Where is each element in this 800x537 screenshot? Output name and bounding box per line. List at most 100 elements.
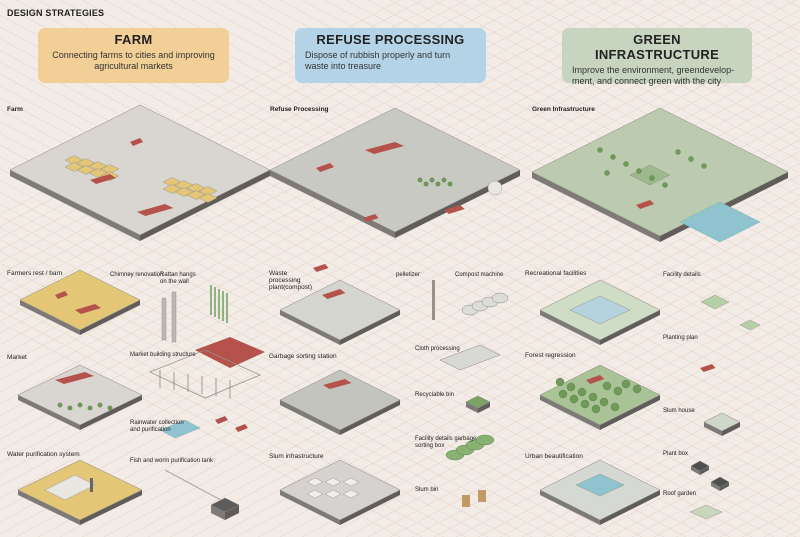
label-slum-house: Slum house (663, 408, 695, 414)
barn-roof (55, 291, 68, 299)
plant-box-right (720, 482, 729, 491)
urban-pool (575, 473, 625, 497)
forest-tree (621, 379, 631, 389)
compost-board-left (280, 310, 340, 345)
rainwater-tank (159, 419, 201, 439)
rainwater-roof (235, 424, 248, 432)
label-roof-garden: Roof garden (663, 491, 697, 497)
farm-board-left (10, 170, 140, 241)
chimney-icon (161, 297, 167, 341)
refuse-strategy-card: REFUSE PROCESSING Dispose of rubbish pro… (295, 28, 486, 83)
recreation-board-right (600, 310, 660, 345)
barn-board (19, 269, 141, 331)
slum-house (306, 477, 324, 487)
label-pelletizer: pelletizer (396, 272, 421, 278)
garbage-board (279, 369, 401, 431)
slum-house (306, 489, 324, 499)
market-tree (107, 405, 113, 411)
green-tree (688, 156, 694, 162)
rattan-icon (218, 289, 220, 319)
refuse-roof (316, 163, 335, 172)
farm-board (9, 104, 271, 236)
forest-board-right (600, 395, 660, 430)
label-market-building: Market building structure (130, 352, 196, 358)
label-slum-bin: Slum bin (415, 487, 439, 493)
slum-house (324, 477, 342, 487)
label-facility-details: Facility details (663, 272, 701, 278)
planting-plan (739, 319, 761, 331)
label-market: Market (7, 354, 27, 361)
refuse-card-heading: REFUSE PROCESSING (316, 32, 465, 47)
urban-board-right (600, 490, 660, 525)
label-farmers-rest: Farmers rest / barn (7, 270, 63, 277)
refuse-tree (429, 177, 435, 183)
market-board-right (80, 395, 142, 430)
label-rainwater: Rainwater collection and purification (130, 420, 184, 433)
green-board-left (532, 172, 660, 242)
market-structure-frame (148, 349, 262, 399)
cloth-machine (439, 344, 501, 371)
slum-house-model-right (722, 422, 740, 436)
roof-garden (689, 504, 723, 520)
rattan-icon (226, 293, 228, 323)
water-board-left (18, 490, 80, 525)
recreation-board-left (540, 310, 600, 345)
green-tree (662, 182, 668, 188)
market-tree (77, 402, 83, 408)
fish-tank-left (211, 505, 225, 520)
water-board-right (80, 490, 142, 525)
compost-machine (491, 292, 509, 304)
green-card-text: Improve the environment, greendevelop-me… (572, 65, 735, 86)
green-tree (636, 168, 642, 174)
green-strategy-card: GREEN INFRASTRUCTURE Improve the environ… (562, 28, 752, 86)
label-facility-garbage: Facility details garbage sorting box (415, 436, 477, 449)
label-compost-machine: Compost machine (455, 272, 504, 278)
label-water-purification: Water purification system (7, 451, 80, 458)
label-recreational: Recreational facilities (525, 270, 587, 277)
farm-roof (130, 138, 143, 146)
forest-tree (577, 387, 587, 397)
slum-board-right (340, 490, 400, 525)
forest-tree (610, 402, 620, 412)
market-structure-roof (195, 337, 265, 368)
forest-tree (555, 377, 565, 387)
forest-board (539, 364, 661, 426)
market-tree (57, 402, 63, 408)
farm-field (198, 193, 218, 203)
rattan-icon (222, 291, 224, 321)
refuse-roof (363, 214, 379, 222)
recyclable-bin (465, 395, 491, 409)
fish-tank (210, 497, 240, 513)
refuse-roof (365, 142, 404, 154)
urban-board-left (540, 490, 600, 525)
barn-roof (75, 304, 101, 314)
green-tree (604, 170, 610, 176)
green-tree (675, 149, 681, 155)
green-roof (636, 200, 655, 209)
plant-box (690, 460, 710, 472)
facility-detail (700, 294, 730, 310)
slum-board-left (280, 490, 340, 525)
garbage-board-left (280, 400, 340, 435)
rattan-icon (214, 287, 216, 317)
green-pond (679, 201, 761, 243)
rattan-icon (210, 285, 212, 315)
recyclable-bin-right (478, 402, 490, 413)
pipe (164, 469, 231, 506)
forest-tree (632, 384, 642, 394)
refuse-tree (417, 177, 423, 183)
garbage-roof (323, 379, 352, 389)
slum-house-model-left (704, 422, 722, 436)
section-label-farm: Farm (7, 106, 23, 113)
green-tree (610, 154, 616, 160)
plant-box-left (711, 482, 720, 491)
plant-box (710, 476, 730, 488)
farm-roof (90, 174, 116, 184)
label-garbage-station: Garbage sorting station (269, 353, 337, 360)
label-planting-plan: Planting plan (663, 335, 698, 341)
market-tree (87, 405, 93, 411)
forest-tree (580, 399, 590, 409)
slum-bin (462, 495, 470, 507)
compost-roof (313, 264, 329, 272)
